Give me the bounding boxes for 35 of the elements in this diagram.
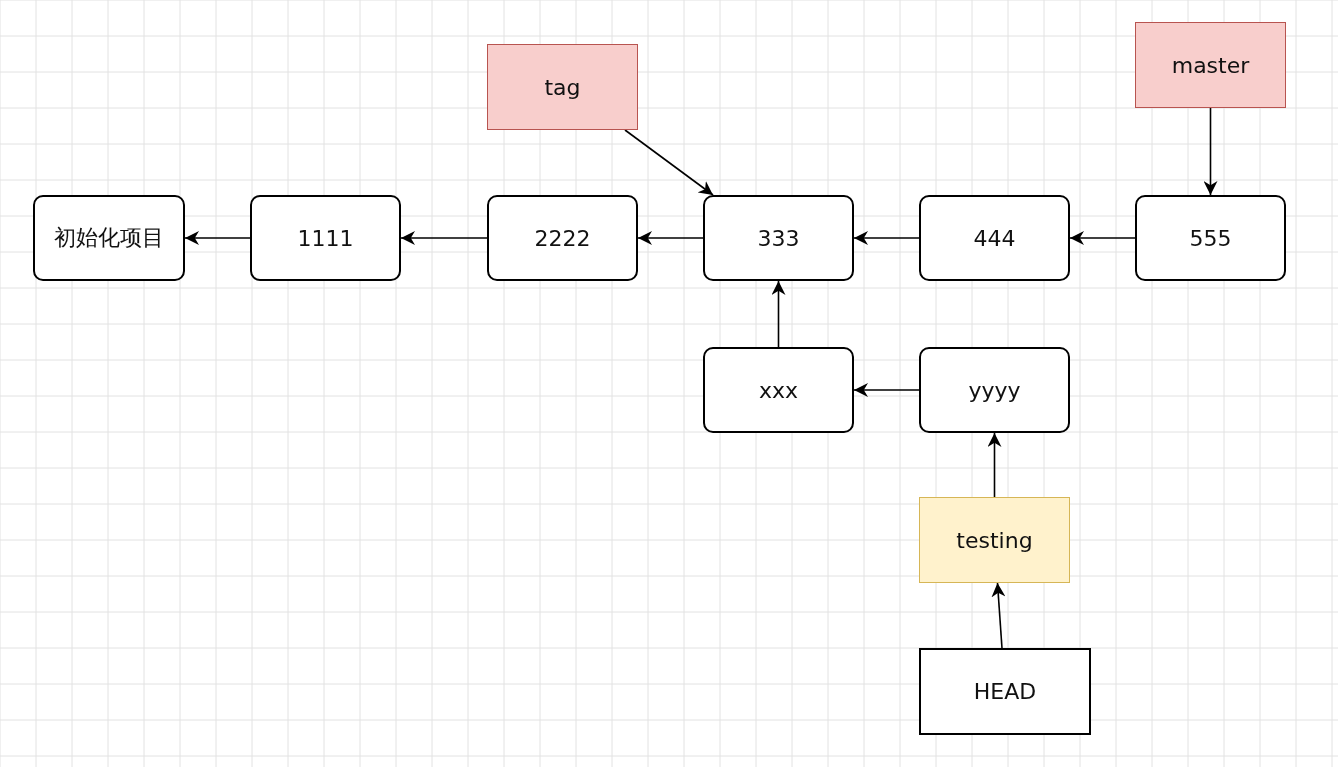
commit-box	[703, 195, 854, 281]
arrow	[991, 582, 1006, 649]
node-label: 1111	[297, 225, 354, 251]
commit-box	[703, 347, 854, 433]
tag-box	[487, 44, 638, 130]
branch-box	[919, 497, 1070, 583]
node-label: HEAD	[973, 679, 1037, 704]
arrow	[987, 432, 1002, 498]
node-label: 444	[973, 225, 1016, 251]
arrow	[853, 231, 920, 245]
commit-box	[919, 195, 1070, 281]
arrow	[400, 231, 488, 245]
arrow	[624, 129, 714, 196]
commit-box	[487, 195, 638, 281]
node-label: 2222	[534, 225, 591, 251]
pointer-box	[919, 648, 1091, 735]
arrow	[771, 280, 786, 348]
tag-box	[1135, 22, 1286, 108]
node-label: xxx	[758, 377, 799, 403]
arrow	[1069, 231, 1136, 245]
commit-box	[1135, 195, 1286, 281]
arrow	[184, 231, 251, 245]
node-label: 333	[757, 225, 800, 251]
node-label: yyyy	[968, 377, 1021, 403]
arrow	[1203, 107, 1218, 196]
commit-box	[919, 347, 1070, 433]
node-label: testing	[956, 527, 1033, 553]
commit-box	[33, 195, 185, 281]
arrow	[853, 383, 920, 397]
node-label: master	[1171, 52, 1250, 78]
node-label: 初始化项目	[54, 224, 164, 252]
arrow	[637, 231, 704, 245]
commit-box	[250, 195, 401, 281]
node-label: tag	[544, 74, 581, 100]
node-label: 555	[1189, 225, 1232, 251]
